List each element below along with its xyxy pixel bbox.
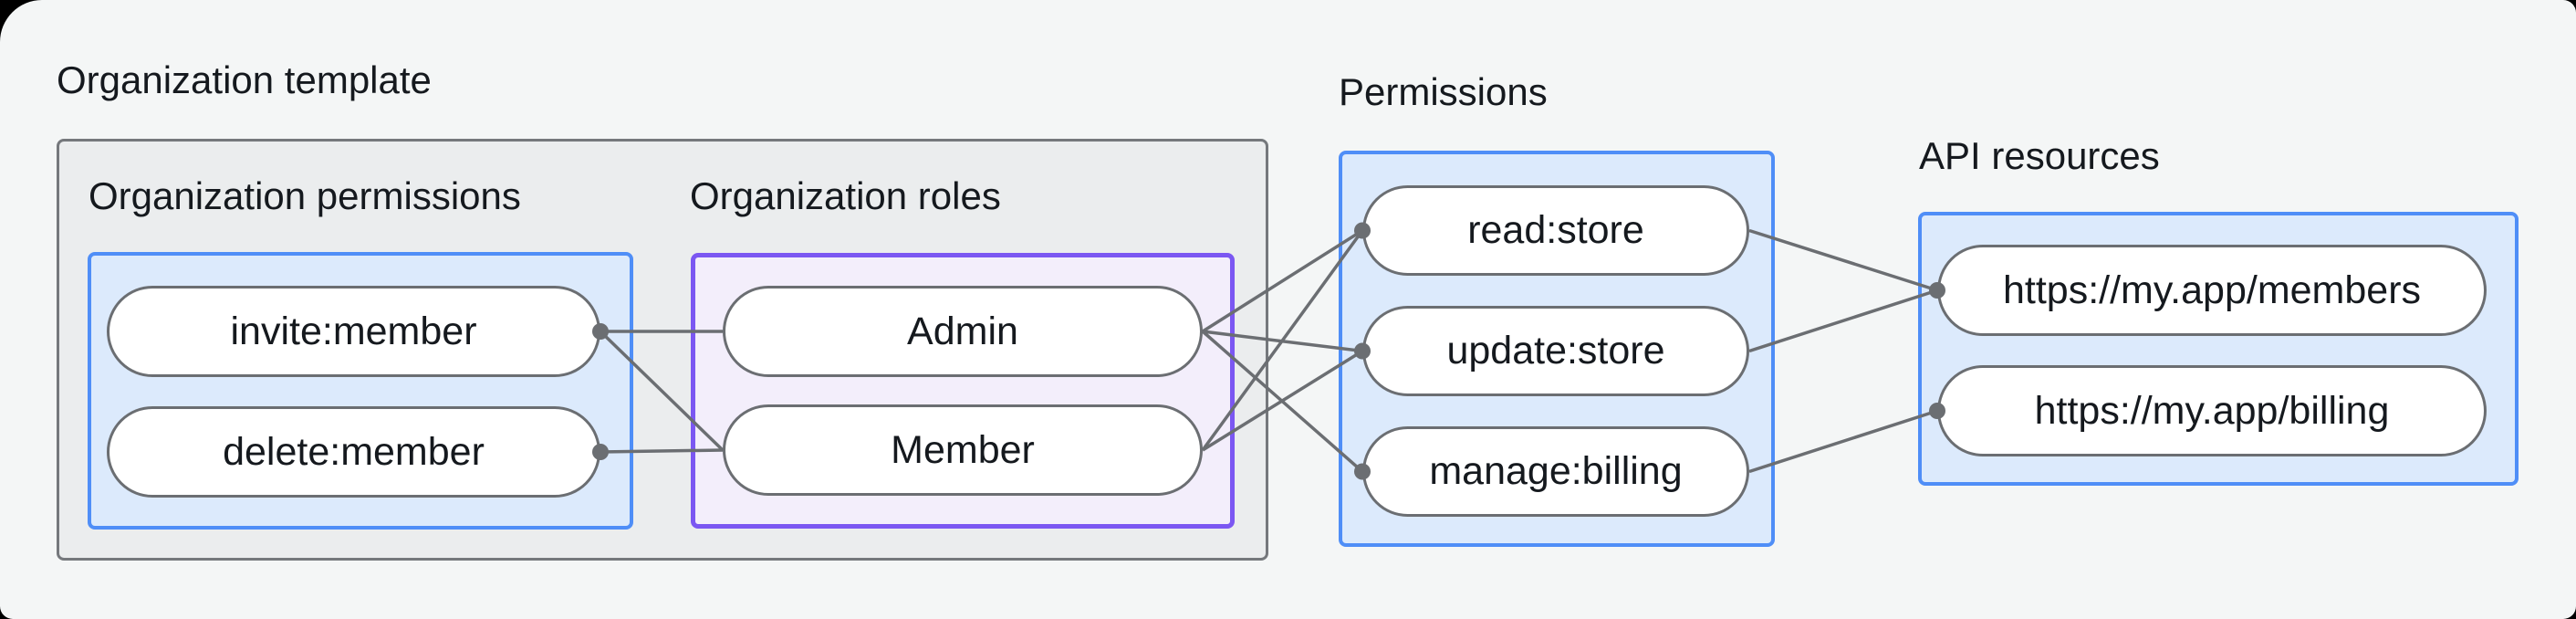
permissions-label: Permissions bbox=[1339, 70, 1548, 113]
organization-roles-label: Organization roles bbox=[690, 174, 1001, 217]
organization-permissions-label: Organization permissions bbox=[89, 174, 521, 217]
node-members-resource: https://my.app/members bbox=[1937, 245, 2487, 336]
node-billing-resource: https://my.app/billing bbox=[1937, 365, 2487, 456]
api-resources-label: API resources bbox=[1919, 134, 2160, 177]
node-update-store: update:store bbox=[1362, 306, 1749, 396]
edge-read-store-members-resource bbox=[1748, 228, 1938, 292]
node-admin: Admin bbox=[723, 286, 1203, 377]
node-delete-member: delete:member bbox=[107, 406, 600, 498]
node-read-store: read:store bbox=[1362, 185, 1749, 276]
node-member: Member bbox=[723, 404, 1203, 496]
edge-update-store-members-resource bbox=[1748, 289, 1938, 353]
edge-manage-billing-billing-resource bbox=[1748, 409, 1938, 474]
node-manage-billing: manage:billing bbox=[1362, 426, 1749, 517]
organization-template-label: Organization template bbox=[57, 58, 432, 101]
node-invite-member: invite:member bbox=[107, 286, 600, 377]
